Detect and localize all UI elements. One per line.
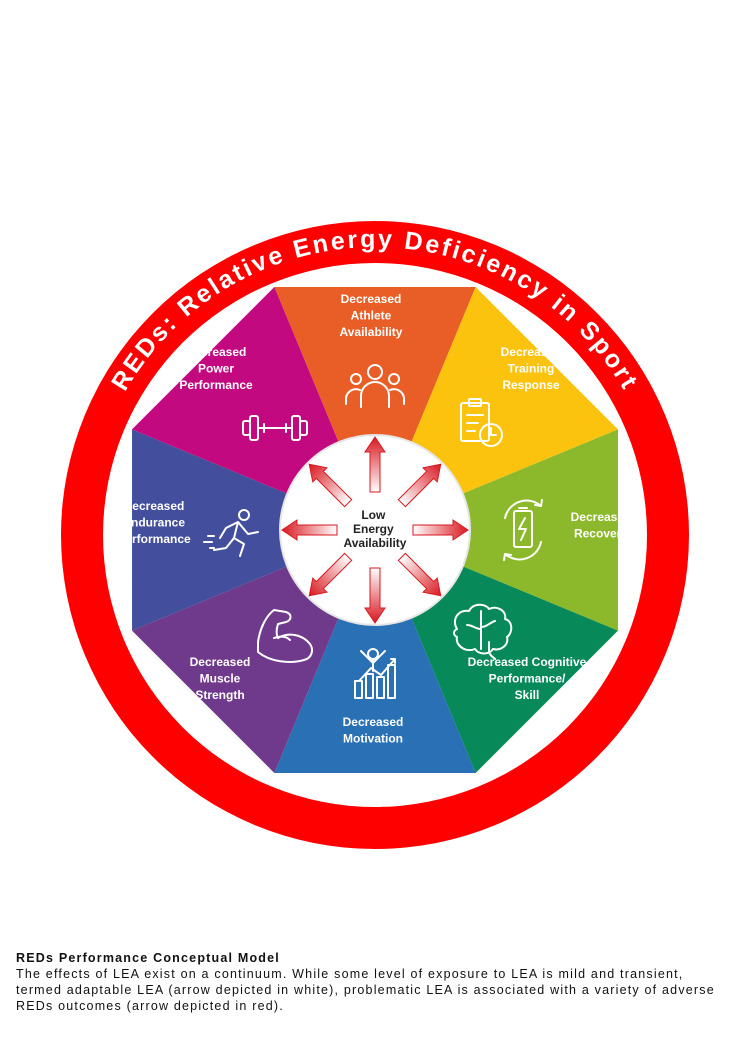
radiating-arrow xyxy=(412,519,469,541)
segment-label-line: Motivation xyxy=(343,732,403,746)
segment-label-line: Athlete xyxy=(351,309,392,323)
runner-icon xyxy=(203,509,259,557)
arrows-layer xyxy=(281,436,469,624)
segment-label-line: Decreased xyxy=(571,510,632,524)
segment-label-line: Training xyxy=(508,362,555,376)
segment-label-line: Performance/ xyxy=(489,672,566,686)
victory-chart-icon xyxy=(354,648,396,699)
segment-label-line: Decreased xyxy=(501,345,562,359)
segment-label-line: Decreased xyxy=(343,715,404,729)
segment-label-line: Power xyxy=(198,362,234,376)
battery-cycle-icon xyxy=(503,499,543,561)
reds-diagram: REDs: Relative Energy Deficiency in Spor… xyxy=(61,221,689,849)
caption-body: The effects of LEA exist on a continuum.… xyxy=(16,967,715,1013)
radiating-arrow xyxy=(397,463,442,508)
center-label-line: Low xyxy=(361,508,386,522)
clipboard-clock-icon xyxy=(460,398,503,447)
segment-label-line: Decreased Cognitive xyxy=(468,655,587,669)
segment-label-line: Skill xyxy=(515,688,540,702)
center-label-line: Availability xyxy=(344,536,407,550)
brain-icon xyxy=(453,603,513,660)
segment-3 xyxy=(462,429,618,631)
segment-label-line: Availability xyxy=(340,325,403,339)
segment-4 xyxy=(411,566,618,773)
segment-label-line: Performance xyxy=(117,532,191,546)
segment-label-line: Performance xyxy=(179,378,253,392)
radiating-arrow xyxy=(397,552,442,597)
segment-6 xyxy=(132,566,339,773)
radiating-arrow xyxy=(308,552,353,597)
center-label: Low Energy Availability xyxy=(344,508,407,550)
segment-label-line: Strength xyxy=(195,688,244,702)
radiating-arrow xyxy=(364,436,386,493)
segment-label-line: Decreased xyxy=(341,292,402,306)
segment-label-line: Response xyxy=(502,378,560,392)
segment-label-line: Muscle xyxy=(200,672,241,686)
segment-7 xyxy=(132,429,288,631)
radiating-arrow xyxy=(308,463,353,508)
caption: REDs Performance Conceptual Model The ef… xyxy=(16,950,732,1014)
segment-label-line: Decreased xyxy=(124,499,185,513)
segment-label-line: Recovery xyxy=(574,527,628,541)
segment-8 xyxy=(132,287,339,494)
flexed-arm-icon xyxy=(257,609,313,663)
caption-title: REDs Performance Conceptual Model xyxy=(16,951,280,965)
segment-label-line: Decreased xyxy=(186,345,247,359)
radiating-arrow xyxy=(364,567,386,624)
radiating-arrow xyxy=(281,519,338,541)
center-label-line: Energy xyxy=(353,522,394,536)
segment-label-line: Decreased xyxy=(190,655,251,669)
segment-5 xyxy=(274,617,476,773)
dumbbell-icon xyxy=(242,415,308,441)
people-icon xyxy=(345,364,405,408)
segment-label-line: Endurance xyxy=(123,516,185,530)
